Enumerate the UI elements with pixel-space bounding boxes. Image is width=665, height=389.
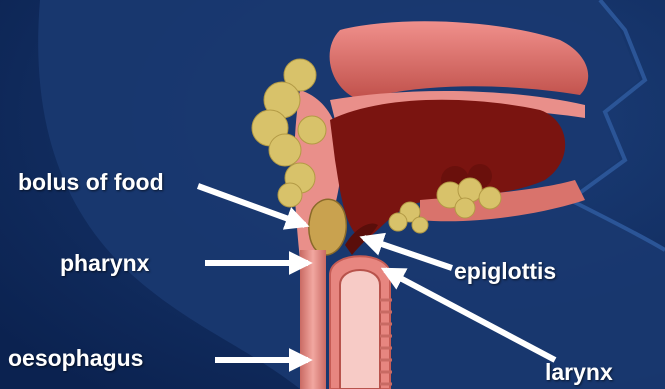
label-larynx: larynx [545,361,613,384]
label-pharynx: pharynx [60,252,149,275]
larynx-inner-tube [340,270,380,389]
bolus-of-food [309,199,346,255]
label-bolus-of-food: bolus of food [18,171,164,194]
label-epiglottis: epiglottis [454,260,556,283]
label-oesophagus: oesophagus [8,347,143,370]
oesophagus [300,250,326,389]
